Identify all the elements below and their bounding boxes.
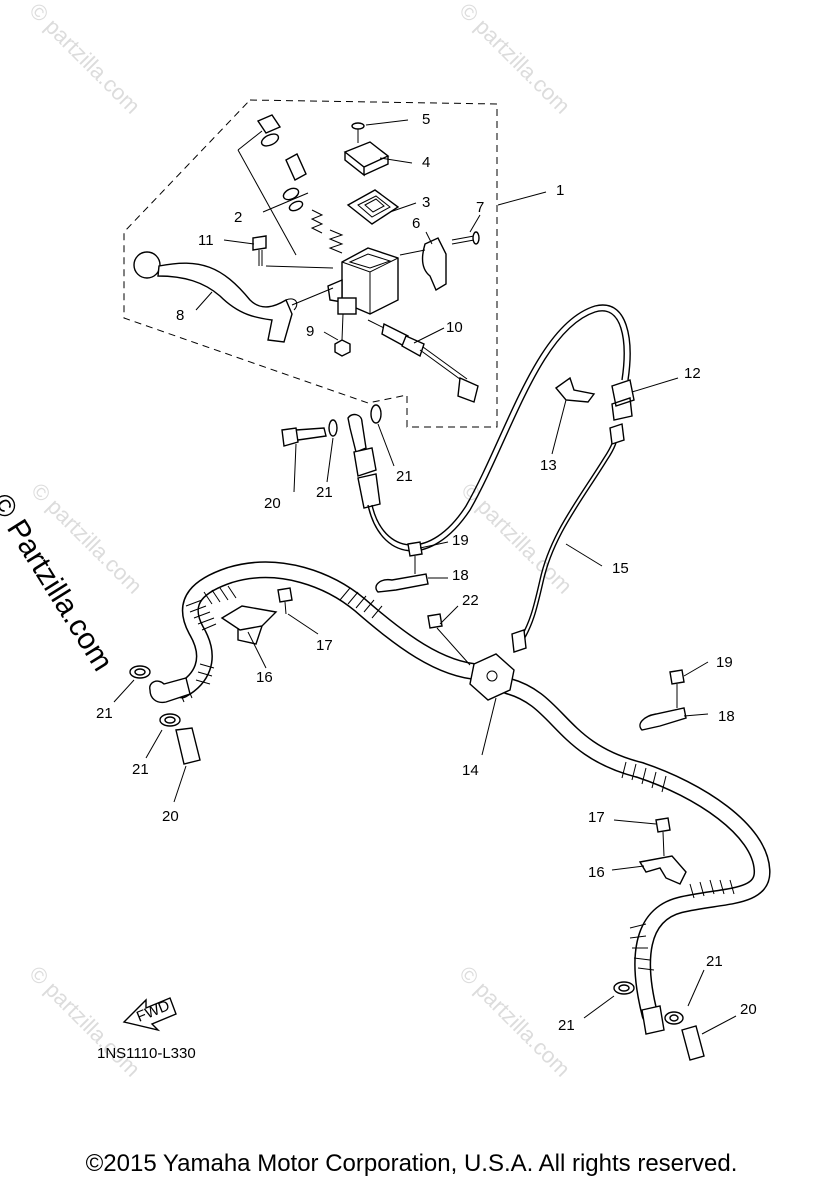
callout-2: 2 <box>234 209 242 226</box>
upper-banjo-group <box>281 304 635 653</box>
washer-part <box>328 419 338 437</box>
callout-17-lower: 17 <box>588 809 605 826</box>
callout-12: 12 <box>684 365 701 382</box>
brake-switch-part <box>367 319 479 403</box>
diaphragm-part <box>346 189 400 225</box>
diagram-code: 1NS1110-L330 <box>97 1045 196 1062</box>
right-front-brake-hose <box>499 677 771 1024</box>
fwd-arrow-icon: FWD <box>122 997 177 1032</box>
joint-bolt-part <box>427 613 471 666</box>
callout-3: 3 <box>422 194 430 211</box>
lower-hoses <box>129 541 771 1061</box>
callout-20-upper: 20 <box>264 495 281 512</box>
master-cylinder-body-part <box>327 247 399 315</box>
hose-clamp-part <box>220 605 278 645</box>
callout-21-right-right: 21 <box>706 953 723 970</box>
callout-11: 11 <box>198 232 214 249</box>
callout-15: 15 <box>612 560 629 577</box>
cap-screw-part <box>351 122 365 143</box>
callout-19-lower: 19 <box>716 654 733 671</box>
brake-lever-part <box>133 251 334 343</box>
callout-labels: 1 2 3 4 5 6 7 8 9 10 11 12 13 14 15 16 1… <box>96 111 757 1034</box>
banjo-bolt-part <box>281 427 327 447</box>
upper-brake-hose <box>367 310 625 552</box>
master-cylinder-group <box>133 114 480 403</box>
callout-leaders <box>113 119 737 1035</box>
callout-10: 10 <box>446 319 463 336</box>
lever-holder-part <box>399 237 447 292</box>
callout-6: 6 <box>412 215 420 232</box>
callout-20-left: 20 <box>162 808 179 825</box>
nut-part <box>334 339 351 357</box>
hose-clamp-part-2 <box>638 855 687 885</box>
watermark-top-left: © partzilla.com <box>24 0 145 119</box>
copyright-notice: ©2015 Yamaha Motor Corporation, U.S.A. A… <box>85 1150 738 1177</box>
hose-guide-part <box>375 573 687 731</box>
guide-bolt-part <box>407 541 685 708</box>
callout-13: 13 <box>540 457 557 474</box>
callout-1: 1 <box>556 182 564 199</box>
callout-17-upper: 17 <box>316 637 333 654</box>
callout-21-upper-left: 21 <box>316 484 333 501</box>
callout-20-right: 20 <box>740 1001 757 1018</box>
banjo-fitting-part <box>347 413 367 453</box>
pivot-bolt-part <box>252 235 334 269</box>
hose-bracket-part <box>554 376 596 403</box>
callout-22: 22 <box>462 592 479 609</box>
callout-9: 9 <box>306 323 314 340</box>
brake-pipe <box>517 427 617 643</box>
callout-19-upper: 19 <box>452 532 469 549</box>
washer-part-2 <box>370 404 382 424</box>
master-cylinder-assembly-boundary <box>123 99 498 428</box>
lower-banjo-parts <box>129 665 705 1061</box>
callout-5: 5 <box>422 111 430 128</box>
callout-21-left-bottom: 21 <box>132 761 149 778</box>
callout-21-left-top: 21 <box>96 705 113 722</box>
watermark-top-right: © partzilla.com <box>454 0 575 119</box>
hose-joint-bracket-part <box>469 653 515 701</box>
callout-7: 7 <box>476 199 484 216</box>
callout-14: 14 <box>462 762 479 779</box>
callout-16-upper: 16 <box>256 669 273 686</box>
callout-4: 4 <box>422 154 430 171</box>
callout-16-lower: 16 <box>588 864 605 881</box>
hose-joint-part <box>611 379 635 421</box>
piston-kit-part <box>237 114 344 256</box>
reservoir-cap-part <box>343 141 390 177</box>
callout-21-upper-right: 21 <box>396 468 413 485</box>
callout-8: 8 <box>176 307 184 324</box>
callout-18-lower: 18 <box>718 708 735 725</box>
clamp-bolt-part <box>277 587 671 857</box>
callout-21-right-left: 21 <box>558 1017 575 1034</box>
callout-18-upper: 18 <box>452 567 469 584</box>
holder-bolt-part <box>451 231 480 245</box>
